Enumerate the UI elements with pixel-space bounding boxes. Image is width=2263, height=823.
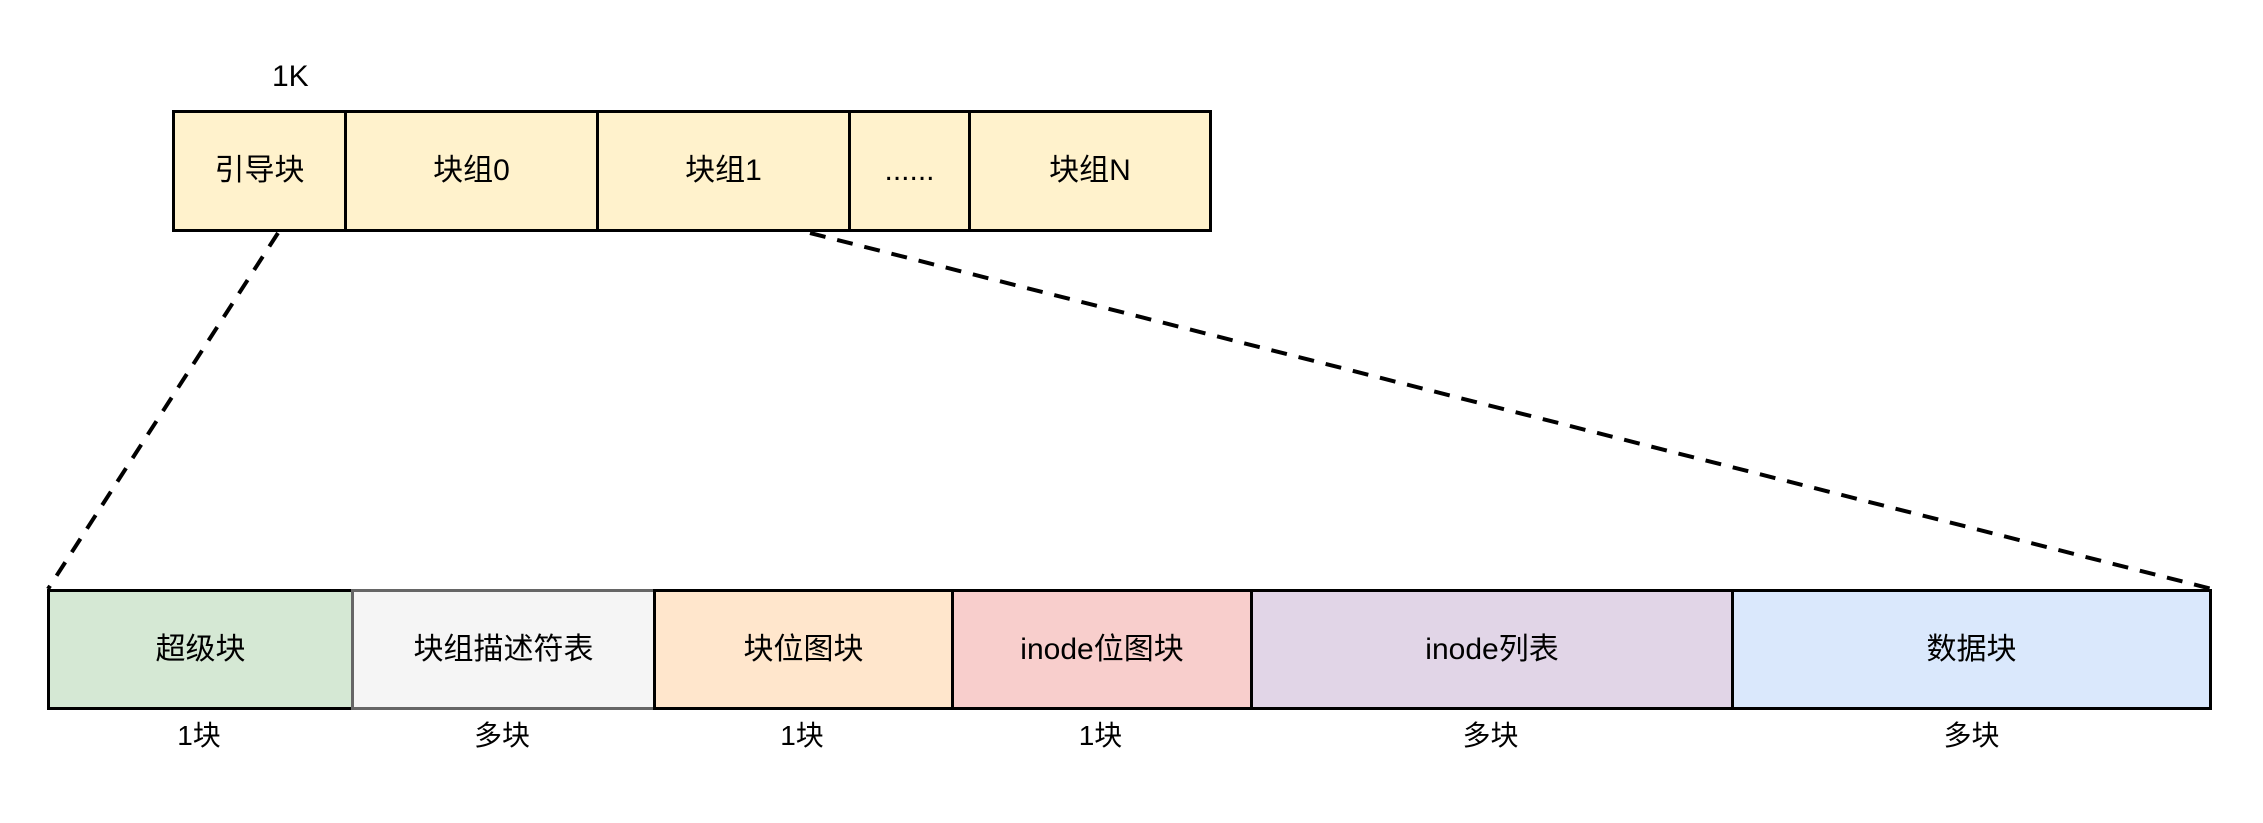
group-cell-label: inode列表	[1425, 632, 1559, 666]
group-cell-inode-bitmap[interactable]: inode位图块	[951, 589, 1250, 710]
disk-cell-block-group-n[interactable]: 块组N	[968, 110, 1212, 232]
caption-data-blocks: 多块	[1943, 720, 2000, 751]
size-annotation-1k: 1K	[272, 60, 309, 93]
disk-cell-label: 块组N	[1049, 154, 1131, 187]
caption-inode-bitmap: 1块	[1078, 720, 1123, 751]
caption-super-block: 1块	[177, 720, 221, 751]
block-group-detail-row: 超级块 块组描述符表 块位图块 inode位图块 inode列表 数据块	[47, 589, 2212, 710]
disk-cell-label: 块组0	[433, 154, 510, 187]
caption-group-descriptor-table: 多块	[473, 720, 530, 751]
group-cell-label: 数据块	[1926, 632, 2017, 666]
caption-block-bitmap: 1块	[780, 720, 824, 751]
block-group-caption-row: 1块 多块 1块 1块 多块 多块	[47, 722, 2212, 762]
disk-cell-boot-block[interactable]: 引导块	[172, 110, 344, 232]
expand-line-left-dashed	[46, 231, 280, 591]
group-cell-label: 超级块	[155, 632, 246, 666]
disk-cell-label: 块组1	[685, 154, 762, 187]
group-cell-super-block[interactable]: 超级块	[47, 589, 351, 710]
disk-cell-block-group-0[interactable]: 块组0	[344, 110, 596, 232]
group-cell-block-bitmap[interactable]: 块位图块	[653, 589, 951, 710]
group-cell-label: inode位图块	[1020, 632, 1184, 666]
caption-inode-table: 多块	[1462, 720, 1519, 751]
disk-cell-ellipsis[interactable]: ......	[848, 110, 968, 232]
group-cell-group-descriptor-table[interactable]: 块组描述符表	[351, 589, 653, 710]
disk-cell-block-group-1[interactable]: 块组1	[596, 110, 848, 232]
group-cell-label: 块位图块	[743, 632, 864, 666]
expand-line-right-dashed	[809, 231, 2213, 591]
ellipsis-icon: ......	[884, 154, 935, 187]
disk-cell-label: 引导块	[214, 154, 305, 187]
group-cell-label: 块组描述符表	[413, 632, 594, 666]
group-cell-data-blocks[interactable]: 数据块	[1731, 589, 2212, 710]
group-cell-inode-table[interactable]: inode列表	[1250, 589, 1731, 710]
disk-layout-row: 引导块 块组0 块组1 ...... 块组N	[172, 110, 1212, 232]
